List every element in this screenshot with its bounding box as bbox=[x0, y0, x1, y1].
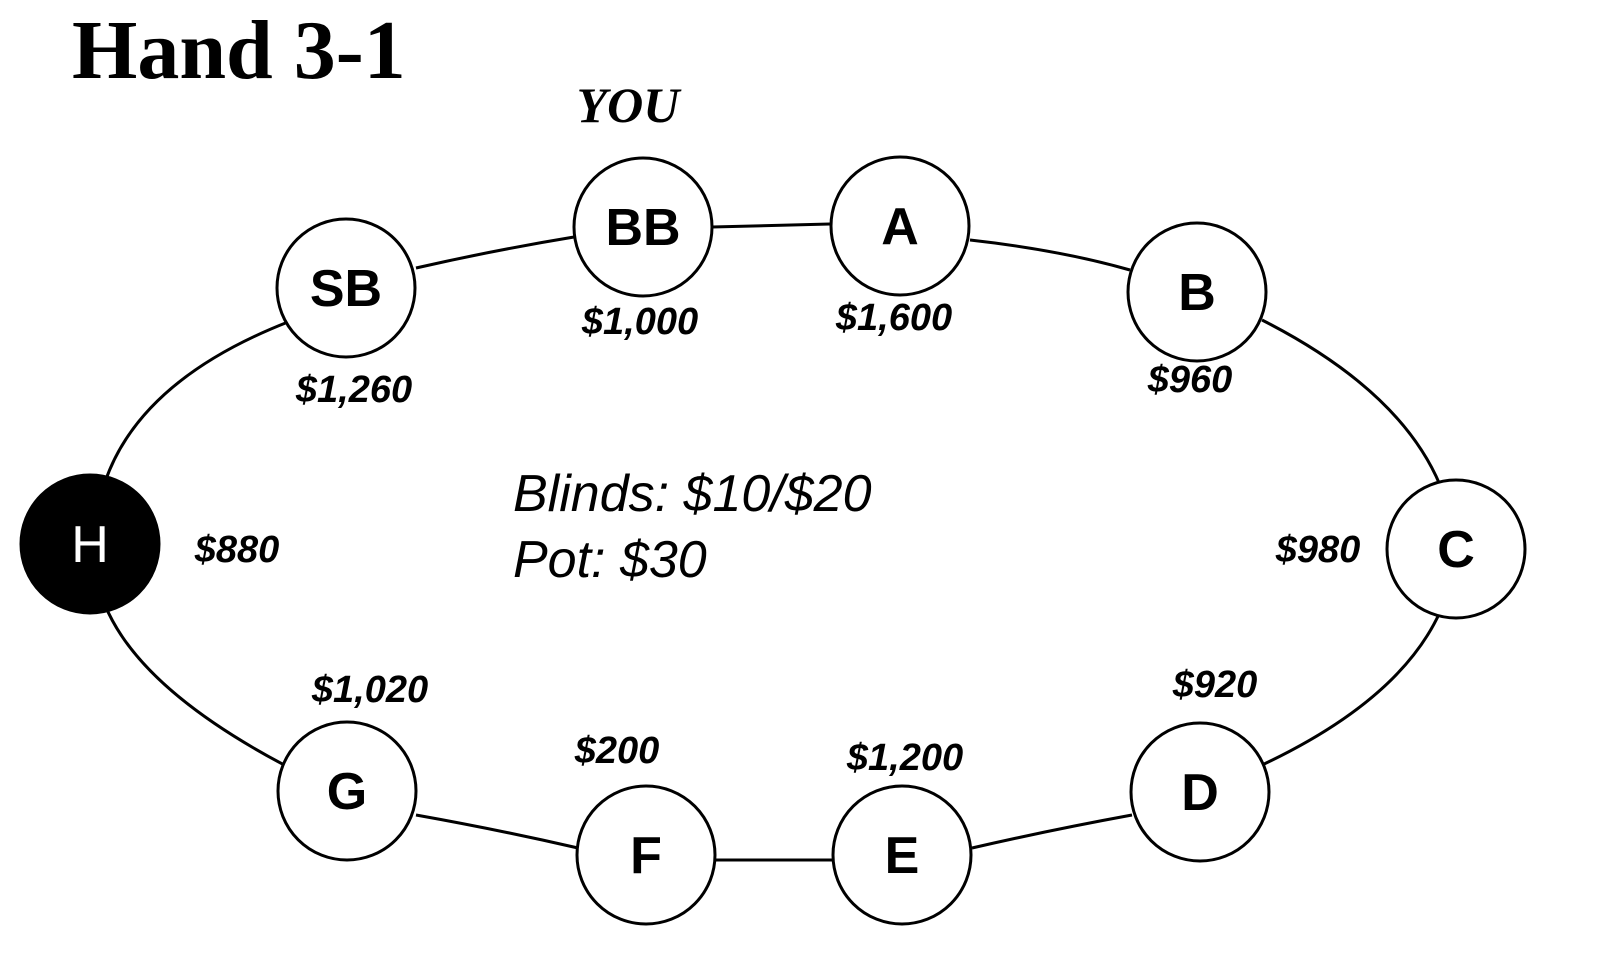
seat-c: C $980 bbox=[1275, 478, 1527, 620]
seat-bb-circle bbox=[572, 156, 714, 298]
seat-f-stack: $200 bbox=[574, 730, 660, 772]
table-edge-h-sb bbox=[103, 320, 289, 483]
table-edge-a-b bbox=[969, 238, 1131, 272]
seat-f-label: F bbox=[630, 827, 662, 885]
seat-d-stack: $920 bbox=[1172, 664, 1258, 706]
pot-text: Pot: $30 bbox=[513, 531, 707, 589]
table-edge-g-h bbox=[103, 604, 291, 770]
seat-a-label: A bbox=[881, 198, 919, 256]
seat-sb-stack: $1,260 bbox=[295, 369, 412, 411]
blinds-text: Blinds: $10/$20 bbox=[513, 465, 872, 523]
seat-sb-label: SB bbox=[310, 260, 382, 318]
seat-bb-stack: $1,000 bbox=[581, 301, 698, 343]
seat-sb: SB $1,260 bbox=[275, 217, 417, 411]
seat-h: H $880 bbox=[19, 473, 280, 615]
you-label: YOU bbox=[577, 77, 683, 133]
seat-a: A $1,600 bbox=[829, 155, 971, 339]
table-edge-c-d bbox=[1261, 611, 1442, 767]
table-edge-b-c bbox=[1261, 318, 1442, 486]
seat-b-stack: $960 bbox=[1147, 359, 1233, 401]
table-edge-bb-a bbox=[711, 222, 831, 229]
seat-e: E $1,200 bbox=[831, 737, 973, 926]
seat-c-label: C bbox=[1437, 521, 1475, 579]
seat-d: D $920 bbox=[1129, 664, 1271, 863]
seat-e-label: E bbox=[885, 827, 920, 885]
table-center-info: Blinds: $10/$20 Pot: $30 bbox=[513, 465, 872, 589]
seat-c-stack: $980 bbox=[1275, 529, 1361, 571]
seat-h-circle bbox=[19, 473, 161, 615]
seat-sb-circle bbox=[275, 217, 417, 359]
seat-e-stack: $1,200 bbox=[846, 737, 963, 779]
table-edge-f-g bbox=[415, 813, 579, 850]
table-edge-d-e bbox=[971, 813, 1133, 850]
seat-g-stack: $1,020 bbox=[311, 669, 428, 711]
seat-a-stack: $1,600 bbox=[835, 297, 952, 339]
seat-c-circle bbox=[1385, 478, 1527, 620]
seat-bb: BB $1,000 bbox=[572, 156, 714, 343]
seat-d-label: D bbox=[1181, 764, 1219, 822]
seat-f: F $200 bbox=[574, 730, 717, 926]
seat-f-circle bbox=[575, 784, 717, 926]
seat-b: B $960 bbox=[1126, 221, 1268, 401]
seat-h-label: H bbox=[71, 516, 109, 574]
seat-g-circle bbox=[276, 720, 418, 862]
table-edge-sb-bb bbox=[415, 235, 575, 270]
hand-title: Hand 3-1 bbox=[72, 4, 406, 97]
seat-bb-label: BB bbox=[605, 199, 680, 257]
seat-a-circle bbox=[829, 155, 971, 297]
seat-e-circle bbox=[831, 784, 973, 926]
seat-b-label: B bbox=[1178, 264, 1216, 322]
seat-g: G $1,020 bbox=[276, 669, 428, 862]
seat-b-circle bbox=[1126, 221, 1268, 363]
seat-d-circle bbox=[1129, 721, 1271, 863]
seat-h-stack: $880 bbox=[194, 529, 280, 571]
seat-g-label: G bbox=[327, 763, 367, 821]
table-outline bbox=[103, 222, 1442, 862]
